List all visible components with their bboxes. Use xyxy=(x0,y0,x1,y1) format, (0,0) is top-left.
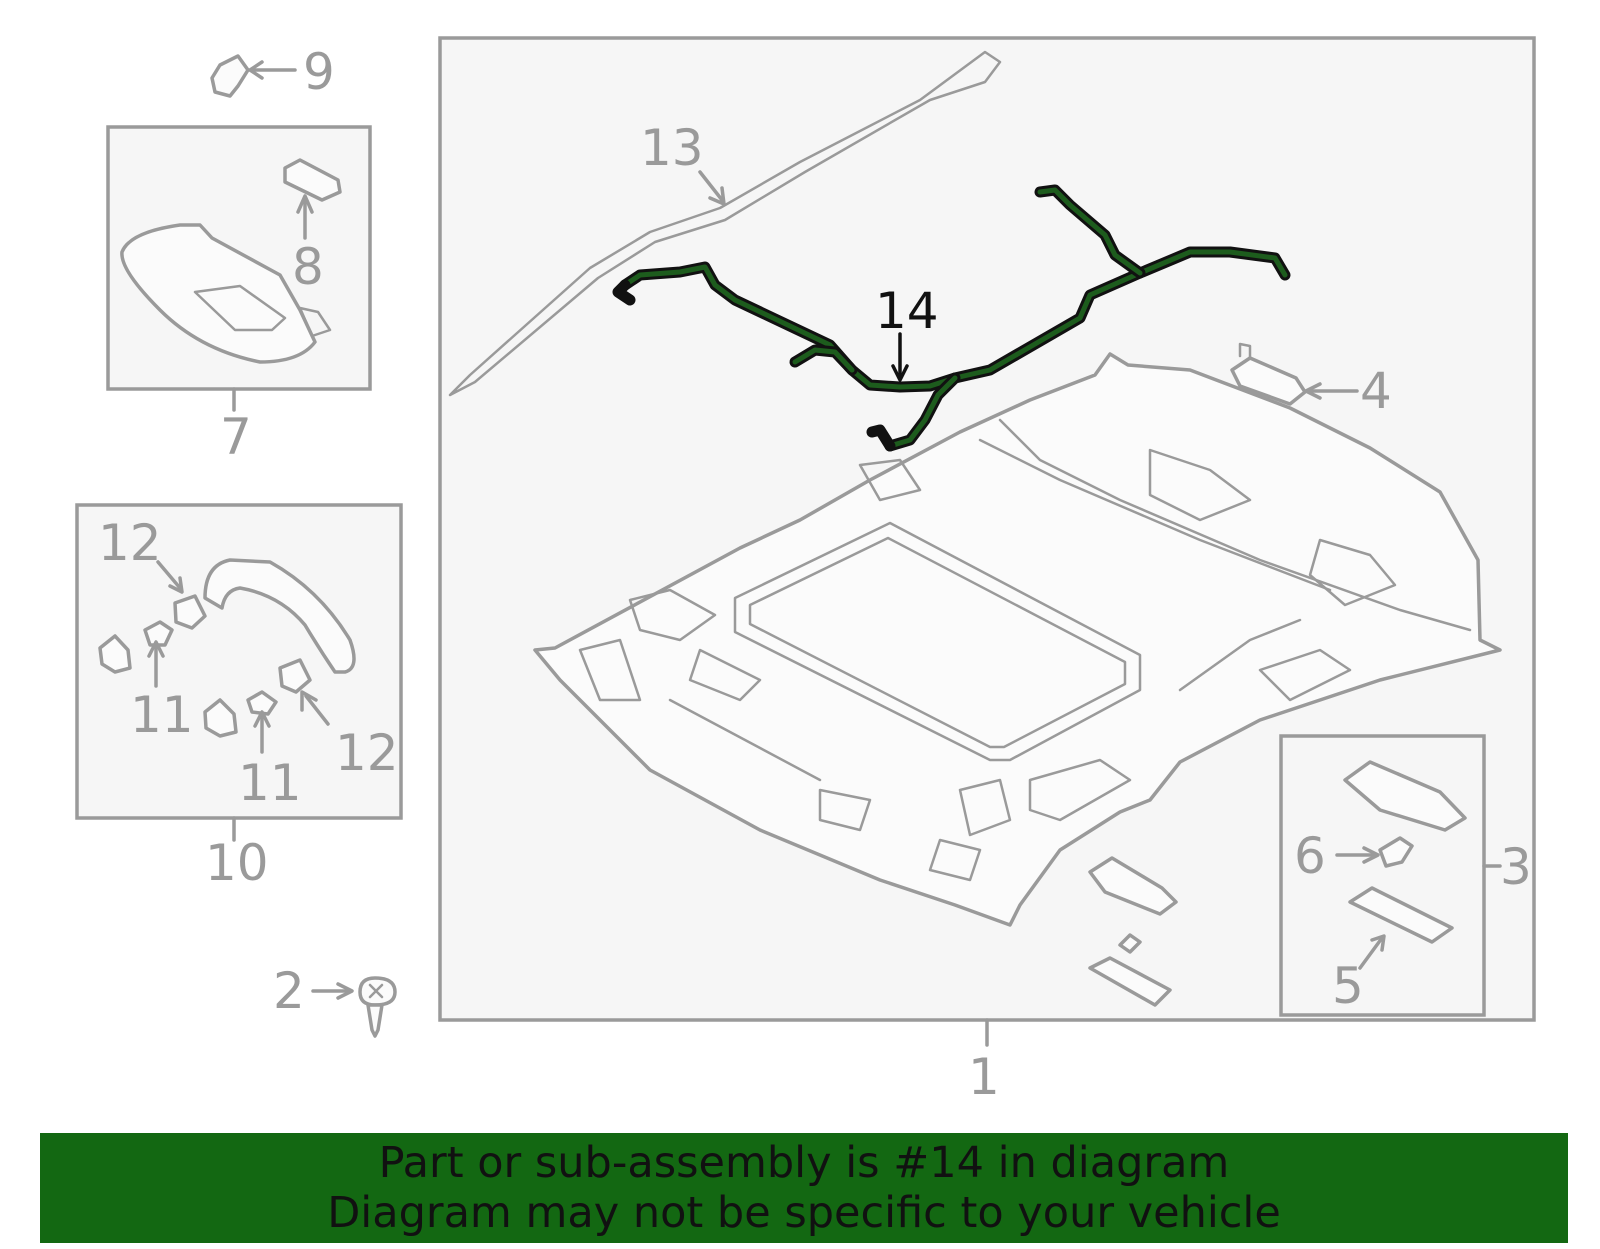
callout-1: 1 xyxy=(968,1048,1000,1106)
harness-13 xyxy=(448,50,1002,397)
callout-8: 8 xyxy=(292,238,324,296)
callout-13: 13 xyxy=(640,119,704,177)
callout-6: 6 xyxy=(1294,827,1326,885)
visor-clip xyxy=(283,158,342,202)
cap-b xyxy=(203,698,238,738)
callout-4: 4 xyxy=(1360,362,1392,420)
callout-12b: 12 xyxy=(335,724,399,782)
callout-5: 5 xyxy=(1332,957,1364,1015)
screw-2 xyxy=(358,976,397,1038)
callout-14: 14 xyxy=(875,282,939,340)
callout-2: 2 xyxy=(273,962,305,1020)
banner-line-1: Part or sub-assembly is #14 in diagram xyxy=(378,1138,1230,1188)
bulb-6 xyxy=(1378,836,1414,868)
clip-11a xyxy=(143,620,174,647)
lamp-lower xyxy=(1088,856,1178,1007)
callout-9: 9 xyxy=(303,43,335,101)
clip-9 xyxy=(210,54,250,98)
clip-11b xyxy=(246,690,278,716)
grab-handle xyxy=(203,558,356,674)
map-lamp-panel xyxy=(1279,734,1486,1017)
cover-12a xyxy=(173,594,207,630)
banner-line-2: Diagram may not be specific to your vehi… xyxy=(327,1188,1281,1238)
callout-11a: 11 xyxy=(130,686,194,744)
callout-3: 3 xyxy=(1500,838,1532,896)
headliner xyxy=(533,352,1502,927)
cover-12b xyxy=(278,658,312,694)
callout-7: 7 xyxy=(220,408,252,466)
callout-11b: 11 xyxy=(238,754,302,812)
callout-12a: 12 xyxy=(98,514,162,572)
lens-5 xyxy=(1348,886,1454,944)
sun-visor xyxy=(120,223,332,364)
map-lamp-housing xyxy=(1343,760,1467,832)
callout-10: 10 xyxy=(205,834,269,892)
info-banner: Part or sub-assembly is #14 in diagram D… xyxy=(40,1133,1568,1243)
harness-14 xyxy=(612,184,1291,452)
cap-a xyxy=(98,634,132,674)
